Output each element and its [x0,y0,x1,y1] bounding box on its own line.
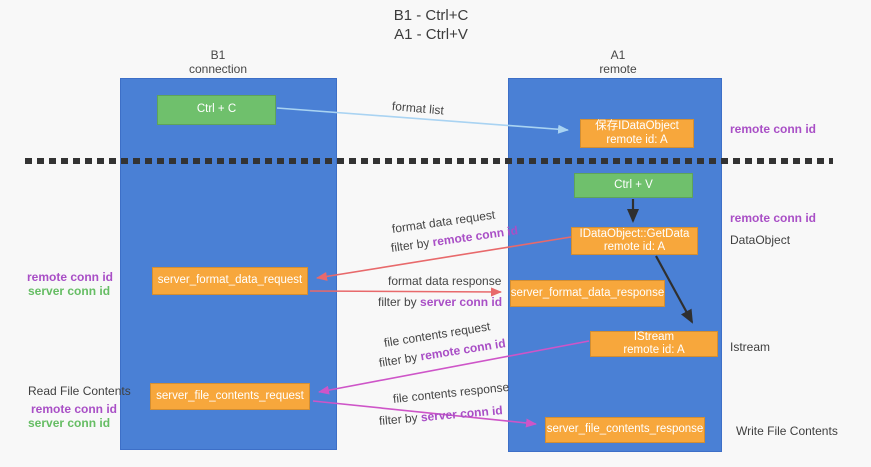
node-ctrl-c: Ctrl + C [157,95,276,125]
node-server-file-contents-response-label: server_file_contents_response [546,423,704,436]
node-server-format-data-response-label: server_format_data_response [510,286,665,299]
label-istream: Istream [730,340,771,354]
node-ctrl-v-label: Ctrl + V [614,178,653,191]
node-idataobject-getdata: IDataObject::GetData remote id: A [571,227,698,255]
node-server-file-contents-request-label: server_file_contents_request [156,389,304,402]
filter-by-text: filter by [377,350,419,370]
node-istream-line1: IStream [633,330,675,343]
filter-by-text: filter by [378,295,417,309]
node-save-idataobject-line2: remote id: A [606,133,668,146]
label-dataobject: DataObject [730,233,791,247]
node-server-format-data-request-label: server_format_data_request [157,274,303,287]
node-ctrl-v: Ctrl + V [574,173,693,198]
arrow-format-data-response [309,287,502,297]
label-server-conn-id-left-2: server conn id [28,416,111,430]
diagram-title: B1 - Ctrl+C A1 - Ctrl+V [0,6,862,44]
label-remote-conn-id-left-2: remote conn id [31,402,118,416]
lane-b1-subtitle: connection [188,62,248,76]
node-getdata-line1: IDataObject::GetData [579,227,690,240]
node-server-format-data-request: server_format_data_request [152,267,308,295]
lane-b1-name: B1 [210,48,226,62]
label-remote-conn-id-right-top: remote conn id [730,122,817,136]
filter-by-text: filter by [378,410,419,428]
filter-by-text: filter by [390,235,431,255]
server-conn-id-text: server conn id [420,295,503,309]
edge-label-format-data-response: format data response [388,274,502,288]
lane-a1-subtitle: remote [599,62,637,76]
node-server-format-data-response: server_format_data_response [510,280,665,307]
label-write-file-contents: Write File Contents [736,424,838,438]
server-conn-id-text: server conn id [420,403,504,425]
node-getdata-line2: remote id: A [603,241,666,253]
title-line-1: B1 - Ctrl+C [393,7,469,24]
node-server-file-contents-response: server_file_contents_response [545,417,705,443]
label-remote-conn-id-left-1: remote conn id [27,270,114,284]
edge-label-format-list: format list [391,99,445,118]
edge-label-file-contents-response: file contents response [392,379,510,406]
lane-a1-name: A1 [610,48,626,62]
lane-header-b1: B1 connection [148,48,288,76]
lane-header-a1: A1 remote [548,48,688,76]
dashed-divider [25,158,833,164]
node-ctrl-c-label: Ctrl + C [196,103,237,116]
edge-label-format-data-response-filter: filter by server conn id [378,295,502,309]
node-istream-line2: remote id: A [623,344,685,356]
edge-label-file-contents-response-filter: filter by server conn id [378,403,503,428]
title-line-2: A1 - Ctrl+V [394,26,468,43]
node-save-idataobject: 保存IDataObject remote id: A [580,119,694,148]
node-istream: IStream remote id: A [590,331,718,357]
label-remote-conn-id-right-mid: remote conn id [730,211,817,225]
label-server-conn-id-left-1: server conn id [28,284,111,298]
node-save-idataobject-line1: 保存IDataObject [595,120,679,132]
label-read-file-contents: Read File Contents [28,384,131,398]
node-server-file-contents-request: server_file_contents_request [150,383,310,410]
